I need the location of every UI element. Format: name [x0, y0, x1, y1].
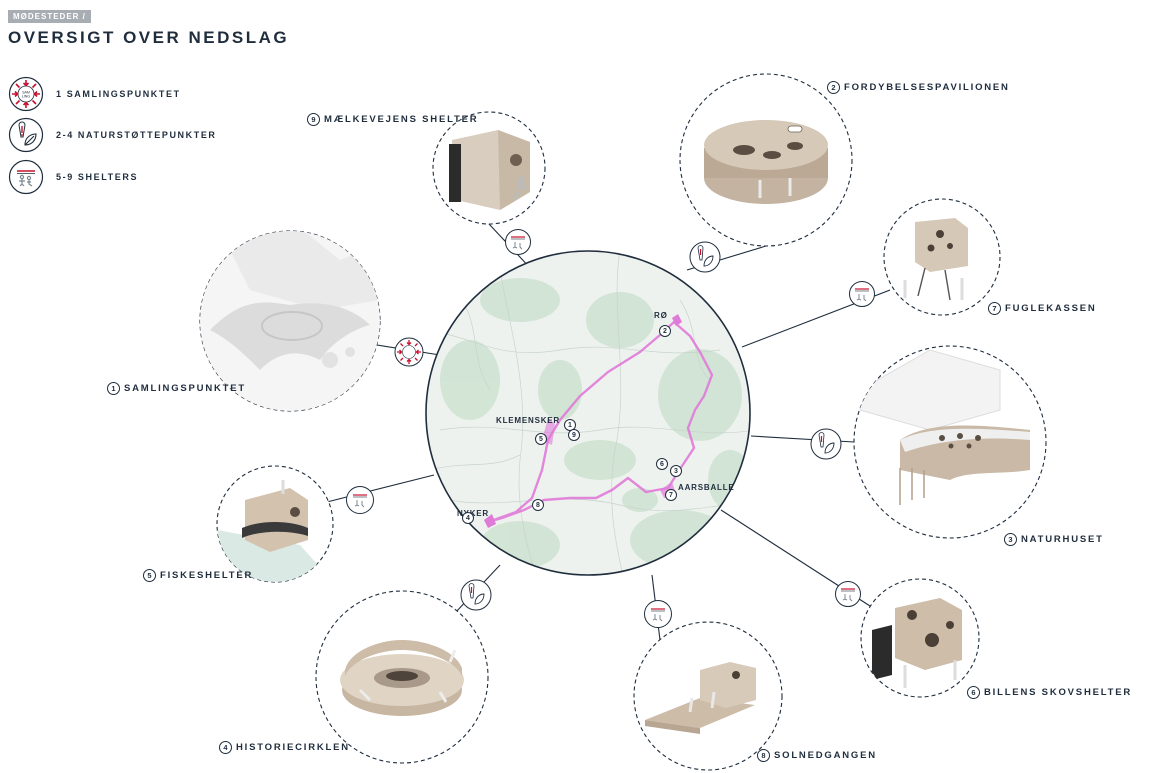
- legend-label: 1 SAMLINGSPUNKTET: [56, 89, 181, 99]
- legend-label: 2-4 NATURSTØTTEPUNKTER: [56, 130, 217, 140]
- nature-leaf-icon: [810, 428, 842, 460]
- map-marker: 4: [462, 512, 474, 524]
- render-fiskeshelter: [217, 480, 333, 582]
- map-marker: 2: [659, 325, 671, 337]
- render-billens-skovshelter: [872, 598, 962, 688]
- connector-icons: [346, 229, 875, 628]
- shelter-icon: [346, 486, 374, 514]
- render-naturhuset: [859, 349, 1030, 505]
- shelter-icon: [644, 600, 672, 628]
- map-label-klemensker: KLEMENSKER: [496, 416, 561, 425]
- map-label-ro: RØ: [654, 311, 668, 320]
- gathering-icon: SAM LING: [8, 76, 44, 112]
- render-fuglekassen: [903, 218, 968, 301]
- render-maelkevejens-shelter: [449, 130, 530, 210]
- map-marker: 9: [568, 429, 580, 441]
- shelter-icon: [505, 229, 531, 255]
- render-solnedgangen: [645, 662, 756, 734]
- svg-text:SAM: SAM: [22, 91, 30, 95]
- legend-item-shelter: 5-9 SHELTERS: [8, 159, 138, 195]
- legend-label: 5-9 SHELTERS: [56, 172, 139, 182]
- map-label-aarsballe: AARSBALLE: [678, 483, 735, 492]
- nature-leaf-icon: [689, 241, 721, 273]
- render-historiecirklen: [340, 640, 464, 716]
- map-marker: 8: [532, 499, 544, 511]
- render-samlingspunktet: [200, 231, 380, 411]
- map-marker: 6: [656, 458, 668, 470]
- nature-leaf-icon: [460, 579, 492, 611]
- section-tag: MØDESTEDER /: [8, 10, 91, 23]
- shelter-icon: [835, 581, 861, 607]
- gathering-icon: [394, 337, 424, 367]
- map-marker: 5: [535, 433, 547, 445]
- shelter-icon: [8, 159, 44, 195]
- route-path: [486, 320, 714, 524]
- central-map: [425, 250, 751, 576]
- render-fordybelsespavilionen: [704, 120, 828, 204]
- map-marker: 7: [665, 489, 677, 501]
- legend-item-gathering: SAM LING 1 SAMLINGSPUNKTET: [8, 76, 181, 112]
- shelter-icon: [849, 281, 875, 307]
- legend-item-nature: 2-4 NATURSTØTTEPUNKTER: [8, 117, 217, 153]
- map-marker: 3: [670, 465, 682, 477]
- nature-leaf-icon: [8, 117, 44, 153]
- page-title: OVERSIGT OVER NEDSLAG: [8, 28, 290, 47]
- svg-text:LING: LING: [22, 95, 31, 99]
